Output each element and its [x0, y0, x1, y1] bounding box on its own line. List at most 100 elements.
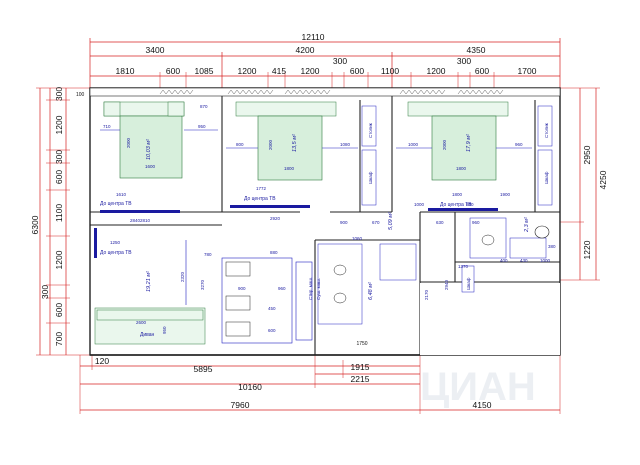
sofa-depth: 950: [162, 326, 167, 334]
left-dimensions: 6300 300 1200 300 600 1100 1200 300 600 …: [30, 87, 92, 356]
living-room: До центра ТВ 1250 2810 19,21 м² Диван 26…: [94, 218, 212, 345]
bathroom-area-2: 5,09 м²: [388, 212, 394, 230]
bedroom-1: 710 950 870 1600 2000 10,03 м² До центра…: [100, 101, 218, 223]
living-tv-width: 2810: [140, 218, 151, 223]
bathroom-d2170: 2170: [424, 289, 429, 300]
dim-top-1100: 1100: [381, 66, 400, 76]
bedroom-1-tv-distance: 1610: [116, 192, 127, 197]
bedroom-2: 800 1080 1800 2000 13,5 м² До центра ТВ …: [226, 101, 377, 221]
wardrobe-3-label: Шкаф: [544, 171, 549, 184]
bedroom-3: 1000 960 1800 2000 17,9 м² До центра ТВ …: [396, 101, 553, 211]
living-tv-distance: 1250: [110, 240, 121, 245]
dim-top-1700: 1700: [518, 66, 537, 76]
bedroom-1-bed-width: 1600: [145, 164, 156, 169]
bedroom-3-area: 17,9 м²: [466, 134, 472, 152]
bedroom-3-bed-width: 1800: [456, 166, 467, 171]
desk-1-label: Столик: [368, 123, 373, 138]
bedroom-1-tv-label: До центра ТВ: [100, 201, 132, 207]
misc-label-3: 1000: [414, 202, 425, 207]
dim-total-height: 6300: [30, 215, 40, 234]
bedroom-2-tv-distance: 1772: [256, 186, 267, 191]
dim-top-600b: 600: [350, 66, 364, 76]
desk-2-label: Столик: [544, 123, 549, 138]
misc-label-1: 900: [340, 220, 348, 225]
dim-bottom-1750: 1750: [356, 341, 367, 347]
bedroom-1-tv-width: 2840: [130, 218, 141, 223]
dim-top-1200c: 1200: [427, 66, 446, 76]
dim-right-total: 4250: [598, 170, 608, 189]
dim-left-300c: 300: [40, 285, 50, 299]
bedroom-3-tv-width: 1900: [500, 192, 511, 197]
kitchen-d880: 880: [270, 250, 278, 255]
bedroom-1-d1: 710: [103, 124, 111, 129]
washer-label: Стир. маш.: [308, 277, 313, 300]
dim-top-415: 415: [272, 66, 286, 76]
bedroom-3-bed-length: 2000: [442, 139, 447, 150]
bedroom-1-d2: 950: [198, 124, 206, 129]
kitchen-d600: 600: [268, 328, 276, 333]
bathroom-area-3: 2,3 м²: [524, 217, 530, 233]
sofa-label: Диван: [140, 332, 155, 338]
living-area: 19,21 м²: [146, 271, 152, 292]
dim-left-1200b: 1200: [54, 250, 64, 269]
bedroom-2-d2: 1080: [340, 142, 351, 147]
misc-label-8: 430: [520, 258, 528, 263]
misc-label-6: 960: [472, 220, 480, 225]
dim-bottom-4150: 4150: [473, 400, 492, 410]
dim-section-3: 4350: [467, 45, 486, 55]
dim-top-600a: 600: [166, 66, 180, 76]
misc-dimension-labels: 900 670 1000 880 630 960 400 430 1000 13…: [340, 202, 556, 269]
bedroom-2-area: 13,5 м²: [292, 134, 298, 152]
dim-left-600a: 600: [54, 170, 64, 184]
kitchen-d960: 960: [278, 286, 286, 291]
bedroom-1-area: 10,03 м²: [146, 139, 152, 160]
sofa-width: 2600: [136, 320, 147, 325]
kitchen: 880 900 450 600 960: [221, 250, 313, 344]
dim-right-upper: 2950: [582, 145, 592, 164]
bedroom-3-tv-distance: 1800: [452, 192, 463, 197]
living-d780: 780: [204, 252, 212, 257]
living-tv-label: До центра ТВ: [100, 250, 132, 256]
dim-top-1810: 1810: [116, 66, 135, 76]
living-d2320: 2320: [180, 271, 185, 282]
kitchen-d450: 450: [268, 306, 276, 311]
dim-bottom-120: 120: [95, 356, 109, 366]
bedroom-2-bed-width: 1800: [284, 166, 295, 171]
bathroom-area-1: 6,48 м²: [368, 282, 374, 300]
bedroom-2-tv-width: 2920: [270, 216, 281, 221]
dim-bottom-5895: 5895: [194, 364, 213, 374]
misc-label-9: 1000: [540, 258, 551, 263]
bathroom-d2940: 2940: [444, 279, 449, 290]
outer-walls: [89, 87, 561, 356]
dim-top-1200a: 1200: [238, 66, 257, 76]
dim-left-300b: 300: [54, 150, 64, 164]
dim-left-1100: 1100: [54, 204, 64, 223]
dim-bottom-7960: 7960: [231, 400, 250, 410]
dryer-label: Суш. маш.: [316, 278, 321, 300]
right-dimensions: 4250 2950 1220: [560, 87, 608, 281]
dim-left-600b: 600: [54, 303, 64, 317]
misc-label-10: 1370: [458, 264, 469, 269]
misc-label-7: 400: [500, 258, 508, 263]
bedroom-1-bed-length: 2000: [126, 137, 131, 148]
misc-label-4: 880: [466, 202, 474, 207]
bedroom-2-d1: 800: [236, 142, 244, 147]
misc-label-2: 670: [372, 220, 380, 225]
bedroom-3-d1: 1000: [408, 142, 419, 147]
bedroom-3-d2: 960: [515, 142, 523, 147]
dim-bottom-10160: 10160: [238, 382, 262, 392]
bathroom-block: Стир. маш. Суш. маш. 6,48 м² 5,09 м² 106…: [308, 212, 550, 325]
dim-section-2: 4200: [296, 45, 315, 55]
dim-top-1085: 1085: [195, 66, 214, 76]
bedroom-3-tv-label: До центра ТВ: [440, 202, 472, 208]
bathroom-d1060: 1060: [352, 236, 363, 241]
bedroom-1-d3: 870: [200, 104, 208, 109]
dim-bottom-2215: 2215: [351, 374, 370, 384]
misc-label-5: 630: [436, 220, 444, 225]
misc-label-11: 380: [548, 244, 556, 249]
dim-total-width: 12110: [301, 32, 324, 42]
dim-left-300a: 300: [54, 87, 64, 101]
dim-top-300b: 300: [457, 56, 471, 66]
watermark: ЦИАН: [420, 365, 536, 409]
